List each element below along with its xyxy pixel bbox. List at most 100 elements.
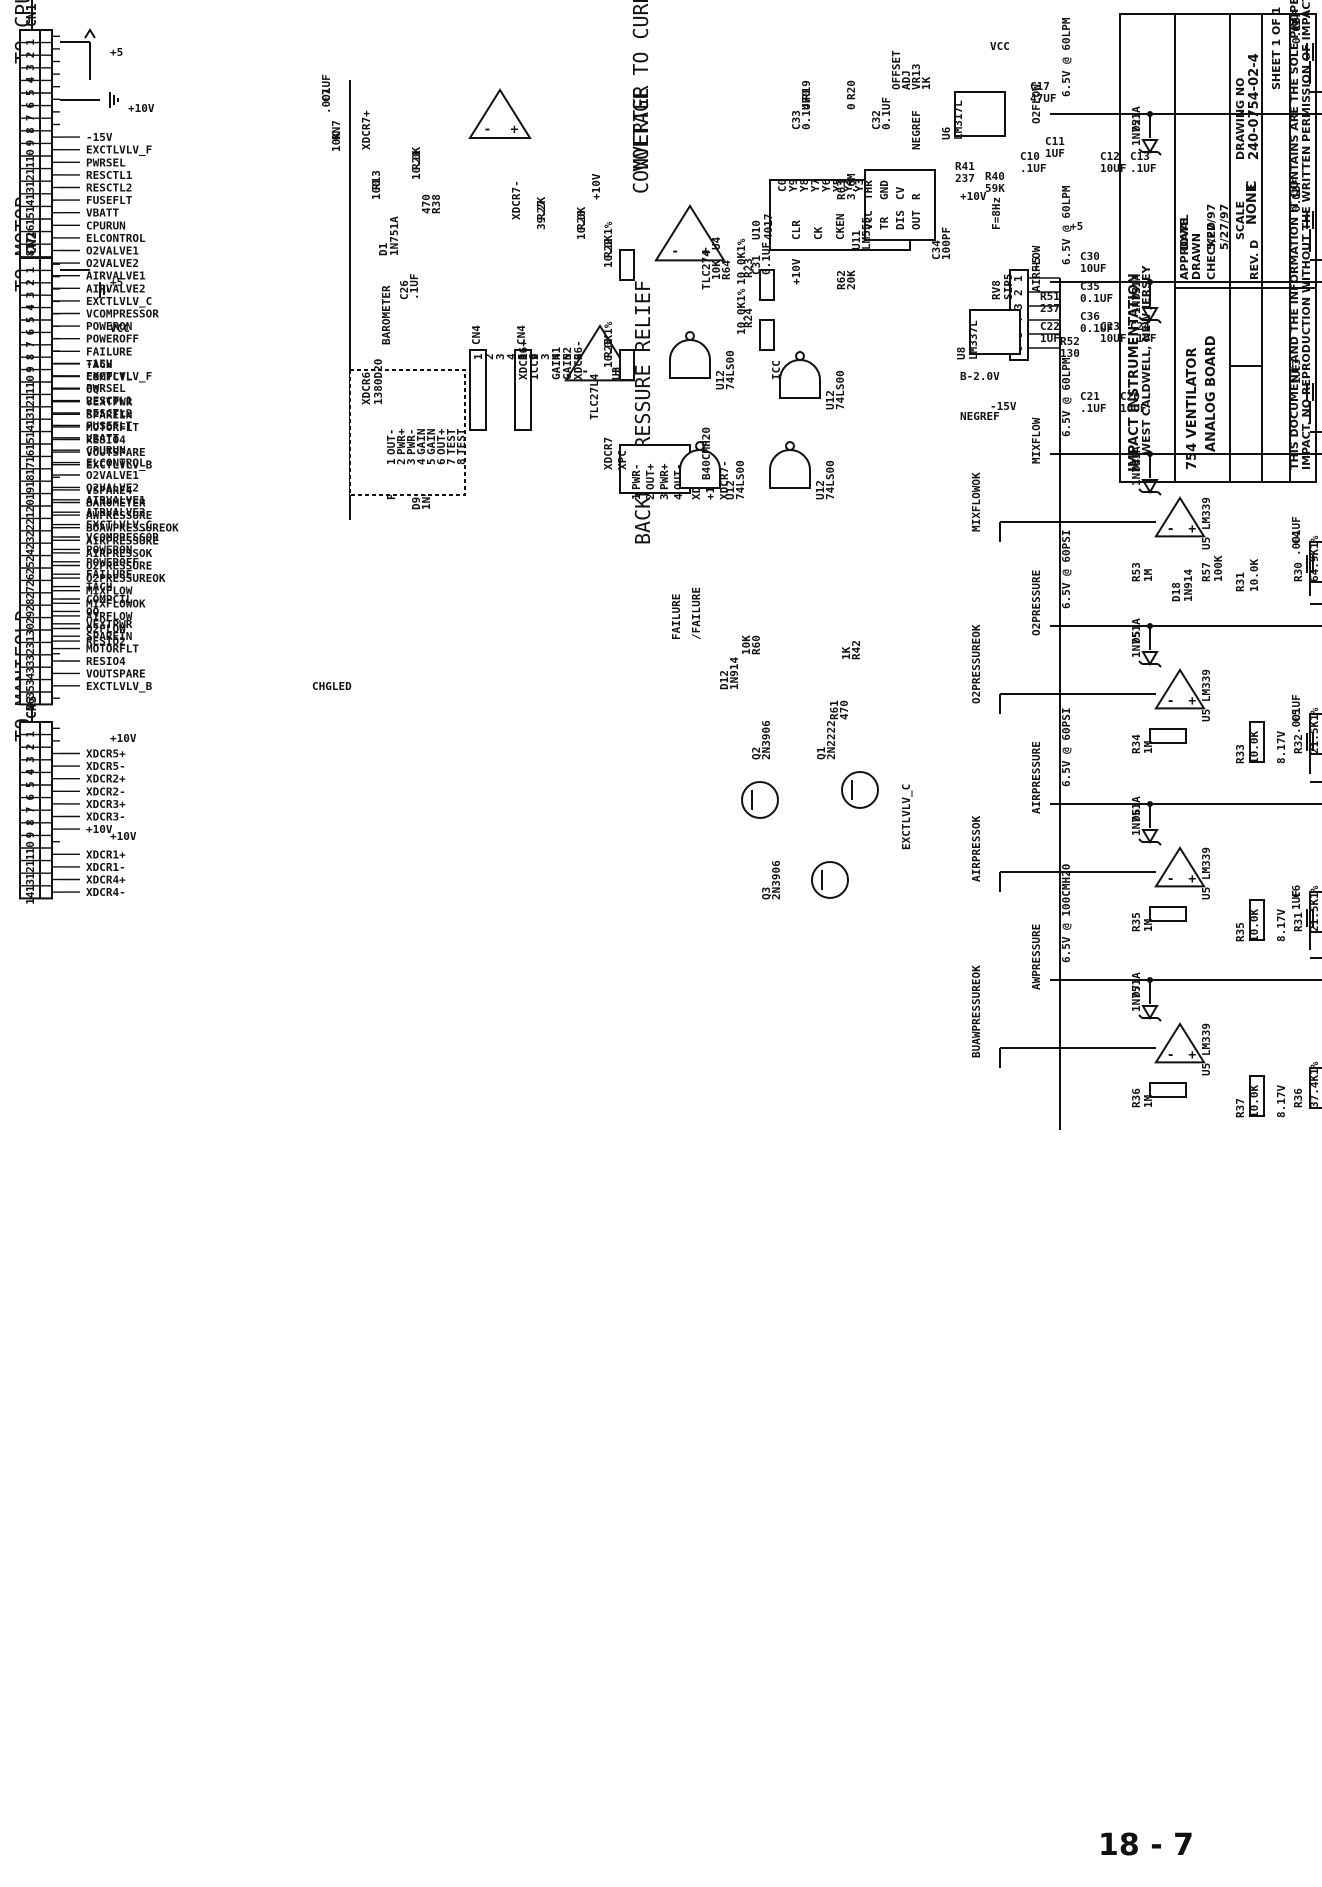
- u11-pin: THR: [862, 180, 875, 200]
- ok-signal-label: O2PRESSUREOK: [970, 624, 983, 704]
- wire: [1138, 1014, 1143, 1019]
- cn4-pin: 5: [516, 353, 529, 360]
- zener-diode-icon: [1138, 307, 1162, 324]
- rn7-label: RN7: [330, 120, 343, 140]
- r21-label: R21: [410, 150, 423, 170]
- capacitor-symbol: [1306, 383, 1314, 401]
- xdcr7-pin-number: 3: [658, 493, 671, 500]
- cn4-signal: XDCR6-: [572, 340, 585, 380]
- xdcr6-pin-signal: OUT+: [435, 428, 448, 455]
- calibration-label: 6.5V @ 60LPM: [1060, 357, 1073, 437]
- cap-value: 0.1UF: [1290, 11, 1303, 44]
- xdcr7-plus-label: XDCR7+: [360, 110, 373, 150]
- c26-value: .1UF: [408, 274, 421, 301]
- cap-label: C1: [1290, 18, 1303, 32]
- wire: [1138, 660, 1143, 665]
- signal-label: -15V: [86, 131, 113, 144]
- drawing-no-label: DRAWING NO: [1234, 78, 1247, 160]
- resistor-label: R53: [1130, 562, 1143, 582]
- u12-part: 74LS00: [834, 370, 847, 410]
- c10-label: C10: [1020, 150, 1040, 163]
- c12-label: C12: [1100, 150, 1120, 163]
- signal-label: ELCONTROL: [86, 457, 146, 470]
- c30-label: C30: [1080, 250, 1100, 263]
- signal-label: VEXTPWR: [86, 618, 133, 631]
- wire: [1138, 148, 1143, 153]
- r13-value: 100: [370, 180, 383, 200]
- resistor-r23: [759, 269, 775, 301]
- approval-label: APPROVAL: [1178, 215, 1191, 280]
- r60-label: R60: [750, 635, 763, 655]
- connector-cn2-label: CN2: [25, 232, 40, 255]
- u10-output: Y6: [820, 178, 833, 192]
- u6-lm317l: [954, 91, 1006, 137]
- signal-label: RESIO4: [86, 655, 126, 668]
- heading-voltage-to-current: VOLTAGE TO CURRENT: [629, 0, 653, 172]
- c20-value: 10UF: [1120, 402, 1147, 415]
- checked-label: CHECKED: [1205, 222, 1218, 280]
- signal-label: O2FLOW: [86, 623, 126, 636]
- capacitor-symbol: [1306, 555, 1314, 573]
- divider-resistor-2: [1249, 899, 1265, 941]
- c22-label: C22: [1040, 320, 1060, 333]
- signal-label: XDCR3+: [86, 798, 126, 811]
- r51-label: R51: [1040, 290, 1060, 303]
- c26-label: C26: [398, 280, 411, 300]
- c20-label: C20: [1120, 390, 1140, 403]
- r51-value: 237: [1040, 302, 1060, 315]
- r22-label: R22: [602, 238, 615, 258]
- output-signal-label: MIXFLOW: [1030, 417, 1043, 464]
- r28-value: 10.0K: [575, 207, 588, 240]
- signal-label: VOUTSPARE: [86, 667, 146, 680]
- title-block-frame: [1119, 13, 1317, 483]
- backup-pressure-relief: U104017C0Y9Y8Y7Y6Y5Y4Y3Y2Y1Y0CLRCKCKENC3…: [669, 97, 1003, 900]
- nand-gate-icon: [769, 449, 811, 489]
- signal-label: SPAREIN: [86, 630, 132, 643]
- ok-signal-label: AIRPRESSOK: [970, 815, 983, 882]
- xdcr6-pin-number: 1: [385, 458, 398, 465]
- zener-diode-icon: [1138, 139, 1162, 156]
- cn4-label-2: CN4: [515, 325, 528, 345]
- xdcr6-pin-signal: GAIN: [415, 429, 428, 456]
- company-name: IMPACT INSTRUMENTATION: [1127, 273, 1142, 472]
- signal-label: OQ: [86, 383, 100, 396]
- vr13-value: 1K: [920, 76, 933, 90]
- c34-label: C34: [930, 240, 943, 260]
- u11-pin: GND: [878, 180, 891, 200]
- wire: [1157, 663, 1162, 668]
- signal-label: AIRVALVE2: [86, 506, 146, 519]
- zener-diode-icon: [1138, 651, 1162, 668]
- plus-sign: +: [612, 364, 620, 379]
- cn4-pin: 6: [572, 353, 585, 360]
- r61-label: R61: [828, 700, 841, 720]
- cn2-vcc-label: VCC: [110, 322, 130, 335]
- resistor-label: R37: [1234, 1098, 1247, 1118]
- negref-label: NEGREF: [960, 410, 1000, 423]
- resistor-value: 1M: [1142, 568, 1155, 582]
- vcc-label: VCC: [990, 40, 1010, 53]
- cn3-signals: XDCR5+XDCR5-XDCR2+XDCR2-XDCR3+XDCR3-+10V…: [60, 748, 126, 899]
- xdcr6-pin-number: 5: [425, 458, 438, 465]
- xdcr6-pin-number: 6: [435, 458, 448, 465]
- u11-label: U11: [850, 230, 863, 250]
- u11-part: LM555: [860, 217, 873, 250]
- signal-label: COMPCTL: [86, 371, 133, 384]
- output-signal-label: O2FLOW: [1030, 84, 1043, 124]
- signal-label: PWRSEL: [86, 382, 126, 395]
- channel-xdcr2: R4470R5470OFFSETADJVR31KPOSREFNEGREF-+U1…: [1030, 179, 1322, 324]
- signal-label: RESCTL2: [86, 182, 132, 195]
- adj-label: ADJ: [900, 70, 913, 90]
- cap-value: .001UF: [1290, 516, 1303, 556]
- signal-label: EXCTLVLV_F: [86, 144, 152, 157]
- drawn-date: 5/27/97: [1205, 204, 1218, 250]
- u10-output: Y5: [831, 179, 844, 192]
- u10-output: Y4: [842, 178, 855, 192]
- r27-label: R27: [535, 200, 548, 220]
- xdcr6-name: XDCR6: [360, 372, 373, 405]
- b40cmh20-label: B40CMH20: [700, 427, 713, 480]
- power-arrow-icon: [84, 28, 96, 39]
- u10-pin: CLR: [790, 220, 803, 240]
- q2-label: Q2: [750, 747, 763, 760]
- u10-output: C0: [776, 179, 789, 192]
- drawing-title-1: 754 VENTILATOR: [1185, 348, 1200, 470]
